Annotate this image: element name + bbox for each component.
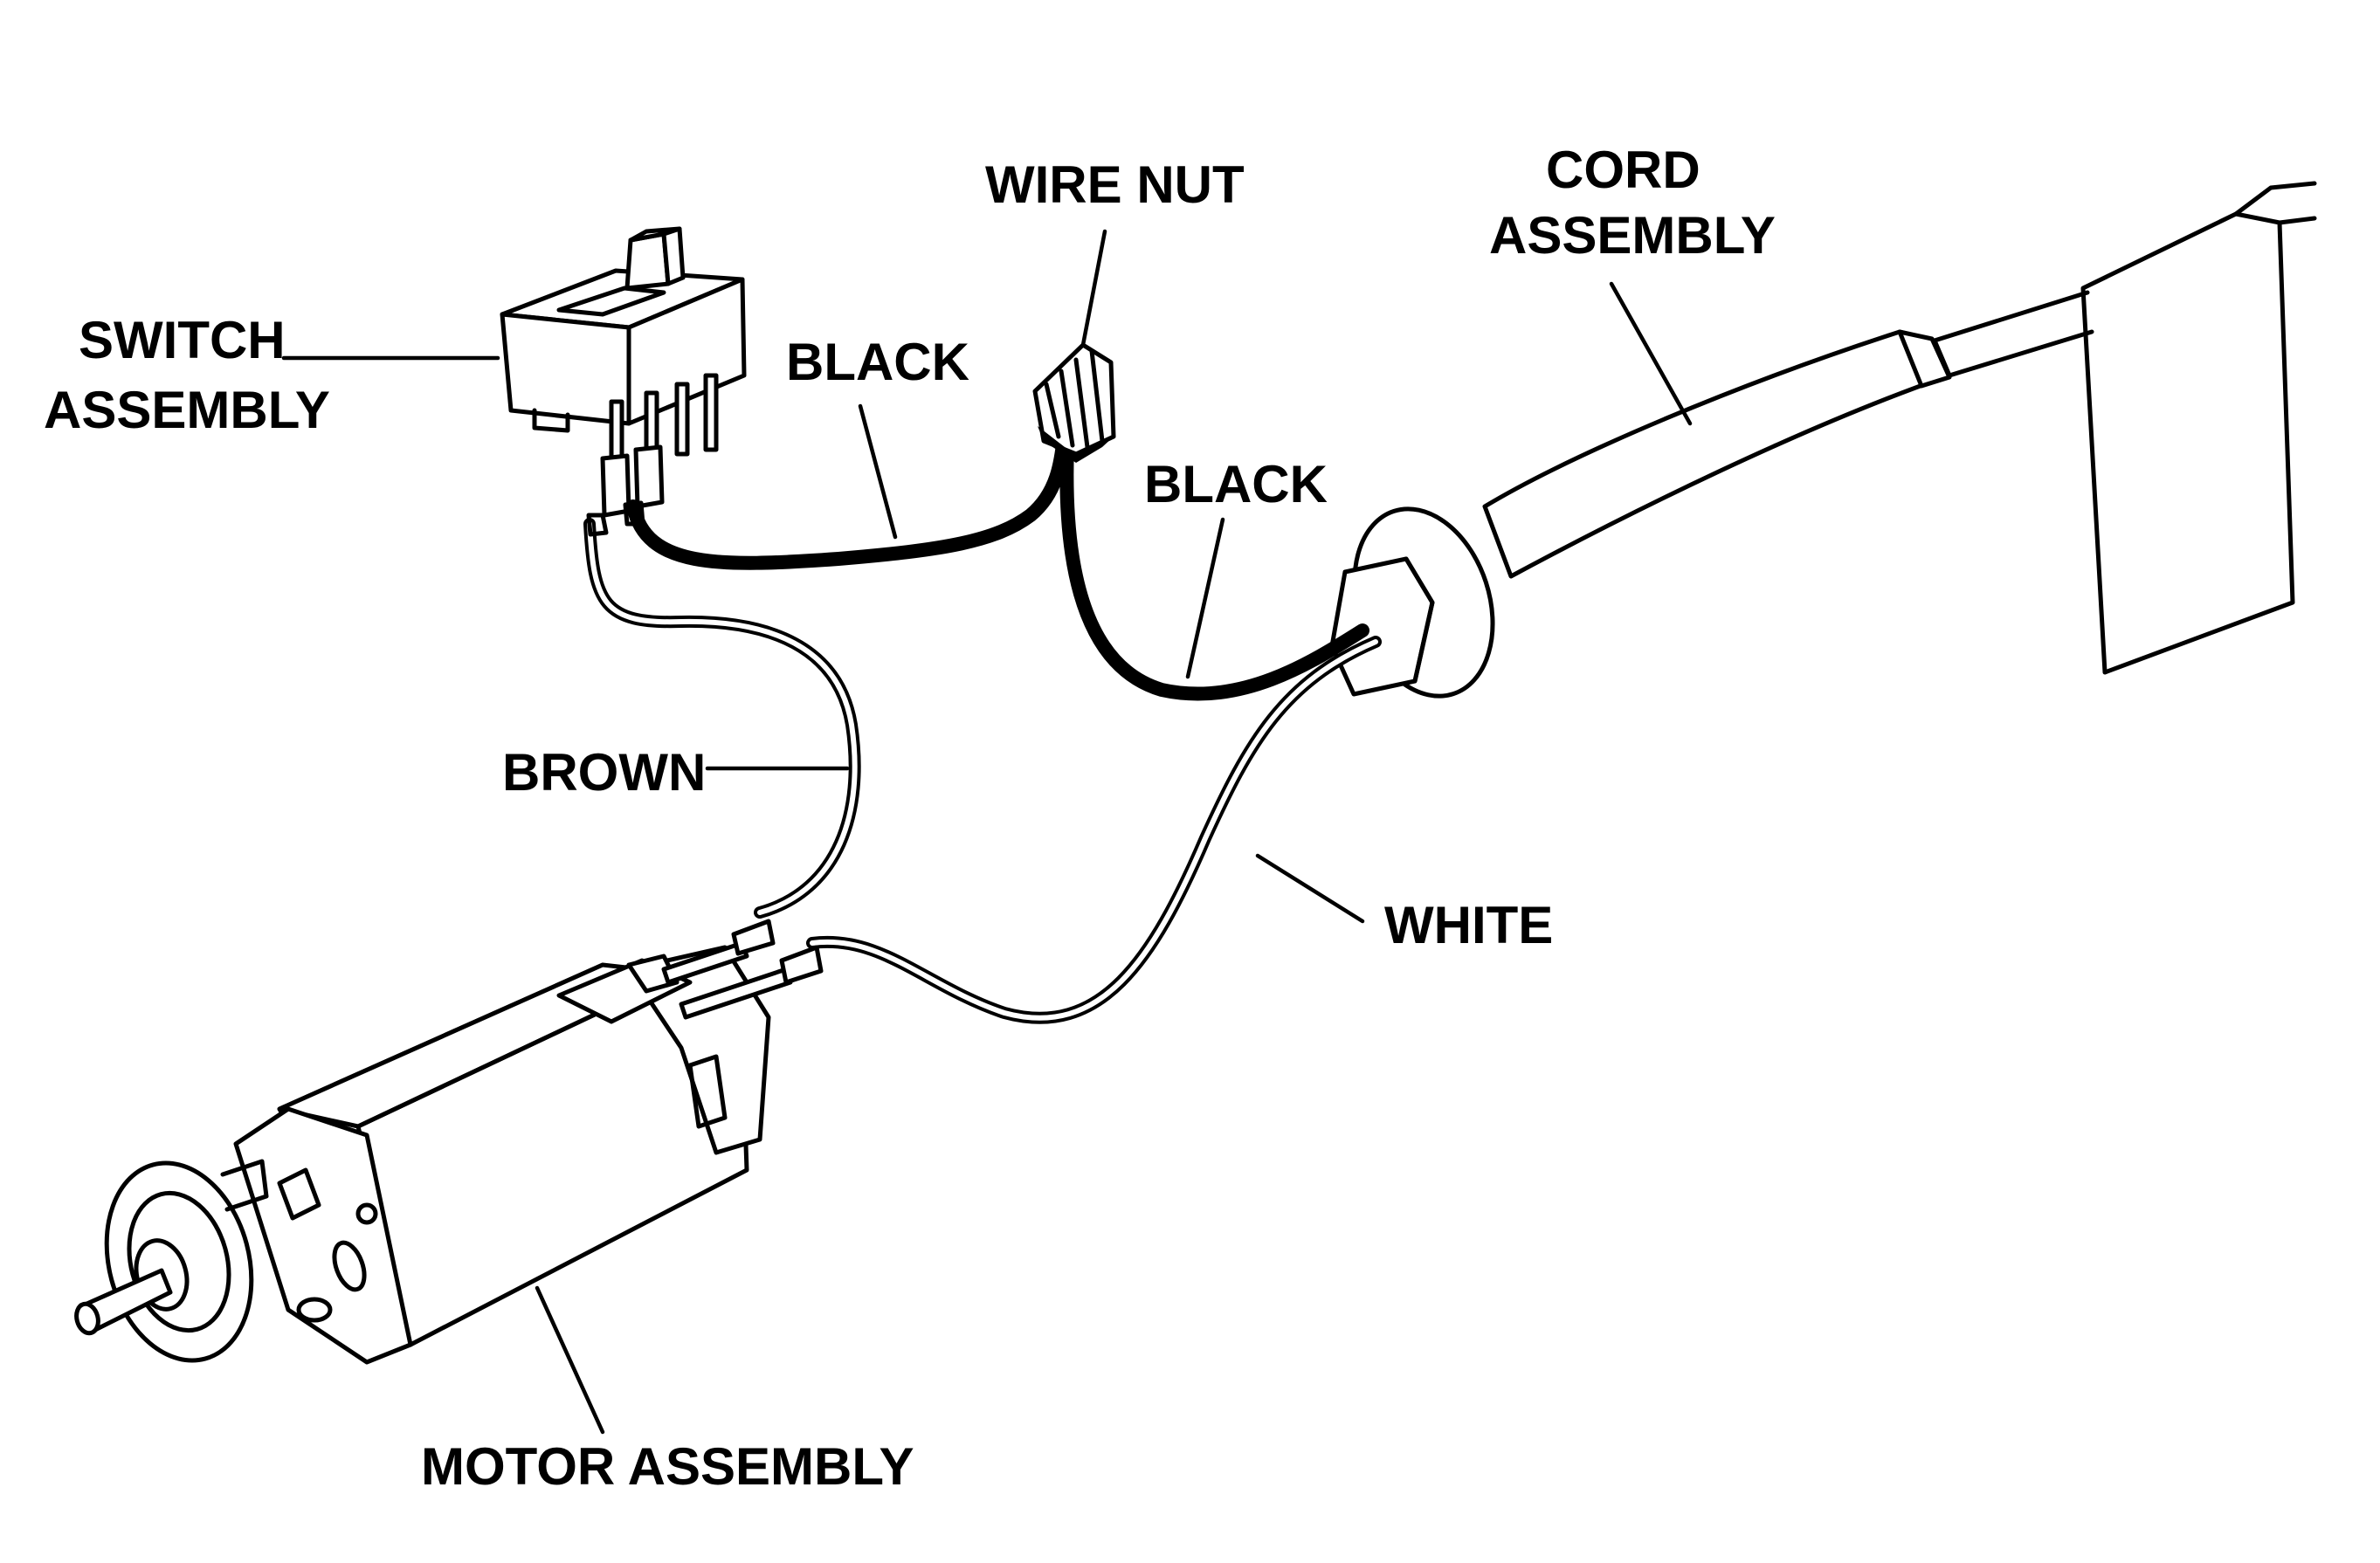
label-cord-line1: CORD xyxy=(1546,141,1700,199)
cord-assembly xyxy=(1329,181,2317,699)
leader-lines xyxy=(281,229,1693,1435)
labels: SWITCH ASSEMBLY WIRE NUT CORD ASSEMBLY B… xyxy=(44,141,1776,1496)
leader-white xyxy=(1255,853,1365,924)
wires xyxy=(583,430,1382,1024)
wire-nut xyxy=(1032,342,1116,463)
label-cord-line2: ASSEMBLY xyxy=(1489,206,1776,265)
label-black-2: BLACK xyxy=(1144,455,1328,513)
leader-black-2 xyxy=(1185,517,1225,679)
leader-wire-nut xyxy=(1080,229,1107,348)
label-wire-nut: WIRE NUT xyxy=(985,155,1245,214)
black-wire-switch xyxy=(626,430,1071,570)
brown-wire xyxy=(583,518,861,919)
leader-cord xyxy=(1609,281,1693,426)
label-white: WHITE xyxy=(1384,896,1553,954)
label-brown: BROWN xyxy=(502,743,706,802)
black-wire-cord xyxy=(1059,438,1369,701)
motor-assembly xyxy=(74,919,824,1365)
label-motor: MOTOR ASSEMBLY xyxy=(421,1437,914,1496)
switch-assembly xyxy=(500,226,747,537)
leader-black-1 xyxy=(858,403,898,540)
leader-motor xyxy=(535,1285,605,1435)
label-switch-line1: SWITCH xyxy=(79,311,286,369)
label-black-1: BLACK xyxy=(786,333,969,391)
label-switch-line2: ASSEMBLY xyxy=(44,381,330,439)
